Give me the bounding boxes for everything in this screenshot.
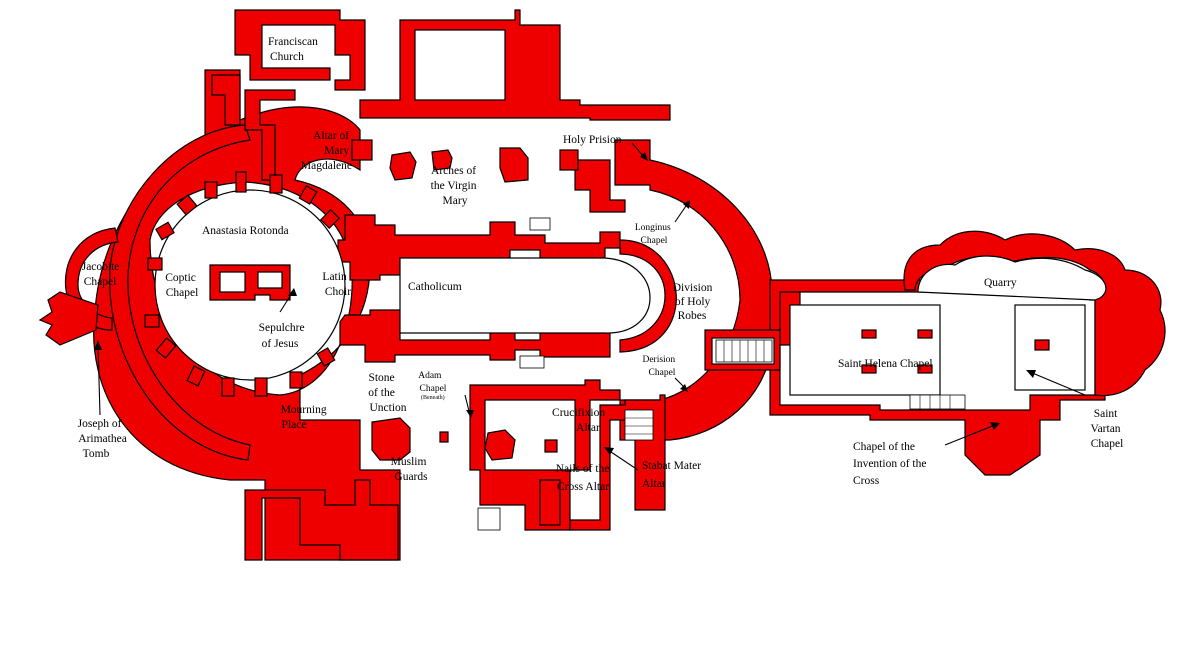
label-catholicum: Catholicum bbox=[408, 281, 462, 293]
label-derision-chapel: Derision Chapel bbox=[642, 355, 677, 378]
label-holy-prison: Holy Prision bbox=[563, 134, 622, 146]
label-jacobite-chapel: Jacobite Chapel bbox=[82, 261, 123, 288]
label-coptic-chapel: Coptic Chapel bbox=[165, 272, 199, 299]
pointer-arrows bbox=[94, 142, 1086, 471]
golgotha-lower-wall bbox=[539, 479, 561, 526]
label-adam-chapel-note: (Beneath) bbox=[421, 394, 445, 401]
label-anastasia-rotonda: Anastasia Rotonda bbox=[202, 225, 289, 237]
joseph-tomb-wall bbox=[38, 291, 99, 346]
sepulchre-aedicule bbox=[209, 264, 291, 301]
southwest-room-wall bbox=[244, 479, 399, 561]
label-saint-vartan-chapel: Saint Vartan Chapel bbox=[1091, 408, 1124, 450]
label-muslim-guards: Muslim Guards bbox=[391, 456, 430, 483]
label-stone-of-unction: Stone of the Unction bbox=[368, 372, 406, 414]
label-altar-mary-magdalene: Altar of Mary Magdalene bbox=[301, 130, 352, 172]
label-adam-chapel: Adam Chapel bbox=[418, 371, 447, 394]
label-quarry: Quarry bbox=[984, 277, 1017, 289]
walls bbox=[38, 9, 1166, 561]
label-mourning-place: Mourning Place bbox=[281, 404, 330, 431]
vartan-nave bbox=[1014, 304, 1086, 391]
holy-prison-wall bbox=[574, 159, 626, 213]
quarry-interior bbox=[917, 255, 1107, 301]
label-sepulchre: Sepulchre of Jesus bbox=[259, 322, 308, 350]
franciscan-church-wall bbox=[234, 9, 366, 91]
stairs bbox=[477, 217, 966, 531]
label-chapel-invention-cross: Chapel of the Invention of the Cross bbox=[853, 441, 929, 487]
rotunda-piers bbox=[144, 171, 341, 397]
small-piers bbox=[351, 139, 1050, 461]
franciscan-lower-wall bbox=[244, 89, 296, 181]
north-block-wall bbox=[359, 9, 671, 121]
franciscan-tower-wall bbox=[211, 74, 241, 126]
label-stabat-mater-altar: Stabat Mater Altar bbox=[642, 460, 704, 490]
catholicum-apse-ring bbox=[619, 239, 677, 353]
label-division-holy-robes: Division of Holy Robes bbox=[673, 282, 716, 322]
catholicum-north-wall bbox=[337, 214, 621, 281]
label-latin-choir: Latin Choir bbox=[322, 271, 351, 298]
rotunda-ambulatory-wall bbox=[109, 124, 251, 461]
helena-nave bbox=[789, 304, 941, 396]
label-longinus-chapel: Longinus Chapel bbox=[635, 223, 673, 246]
label-arches-virgin-mary: Arches of the Virgin Mary bbox=[431, 165, 480, 207]
label-franciscan-church: Franciscan Church bbox=[268, 36, 321, 63]
catholicum-south-wall bbox=[339, 309, 611, 363]
labels: Franciscan Church Altar of Mary Magdalen… bbox=[78, 36, 1124, 493]
label-nails-cross-altar: Nails of the Cross Altar bbox=[556, 463, 613, 493]
catholicum-floor bbox=[399, 257, 651, 334]
label-saint-helena-chapel: Saint Helena Chapel bbox=[838, 358, 933, 370]
muslim-guards-pillar bbox=[371, 417, 411, 461]
label-crucifixion-altar: Crucifixion Altar bbox=[552, 407, 608, 434]
label-joseph-tomb: Joseph of Arimathea Tomb bbox=[78, 418, 130, 460]
